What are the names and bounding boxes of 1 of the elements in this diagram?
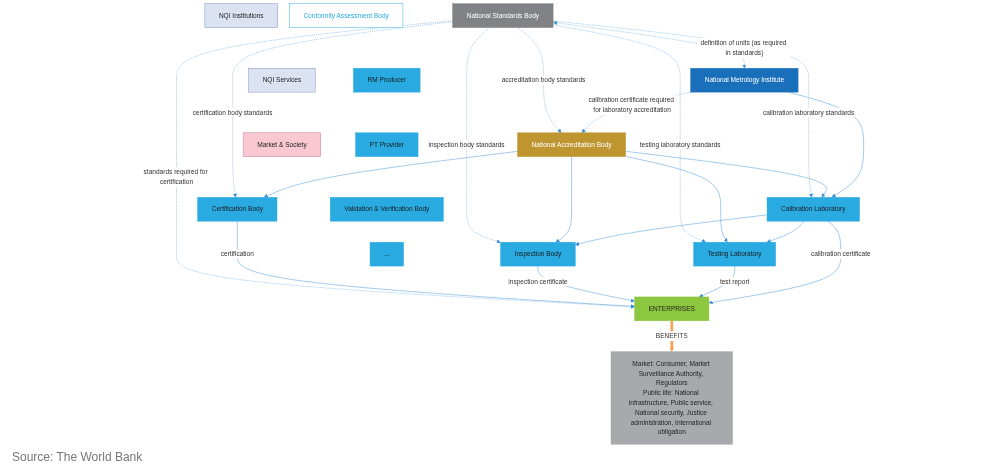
- source-note: Source: The World Bank: [12, 450, 144, 464]
